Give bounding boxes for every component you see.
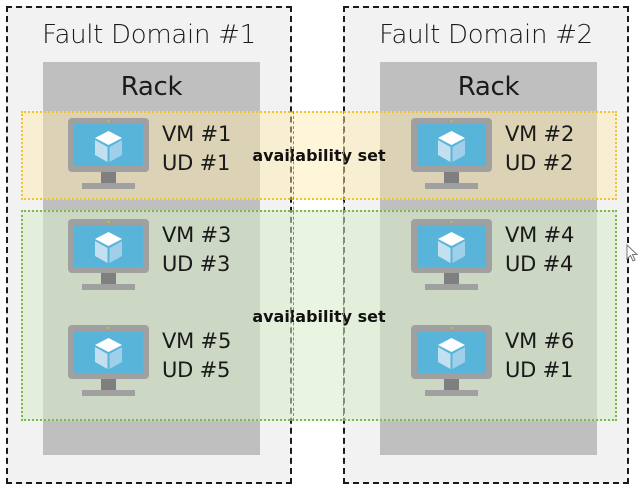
vm-name: VM #6 [505,329,575,353]
update-domain: UD #3 [162,252,231,276]
update-domain: UD #1 [162,151,231,175]
monitor-cube-icon [68,325,149,396]
fault-domain-1-edge [293,111,294,421]
vm-5: VM #5 UD #5 [68,325,268,405]
monitor-cube-icon [411,118,492,189]
vm-label-group: VM #6 UD #1 [505,327,574,385]
vm-label-group: VM #1 UD #1 [162,120,231,178]
availability-set-label: availability set [252,146,386,165]
fault-domain-title: Fault Domain #1 [42,20,256,50]
rack-title: Rack [120,72,183,102]
vm-name: VM #3 [162,223,232,247]
vm-4: VM #4 UD #4 [411,219,611,299]
vm-2: VM #2 UD #2 [411,118,611,198]
vm-name: VM #4 [505,223,575,247]
rack-title: Rack [457,72,520,102]
fault-domain-title: Fault Domain #2 [379,20,593,50]
vm-label-group: VM #4 UD #4 [505,221,574,279]
vm-name: VM #1 [162,122,232,146]
vm-name: VM #5 [162,329,232,353]
vm-3: VM #3 UD #3 [68,219,268,299]
mouse-pointer-icon [626,244,639,262]
monitor-cube-icon [68,219,149,290]
vm-name: VM #2 [505,122,575,146]
monitor-cube-icon [68,118,149,189]
fault-domain-2-edge [343,111,344,421]
monitor-cube-icon [411,325,492,396]
availability-set-label: availability set [252,307,386,326]
update-domain: UD #2 [505,151,574,175]
update-domain: UD #1 [505,358,574,382]
vm-1: VM #1 UD #1 [68,118,268,198]
vm-label-group: VM #3 UD #3 [162,221,231,279]
update-domain: UD #5 [162,358,231,382]
monitor-cube-icon [411,219,492,290]
vm-label-group: VM #5 UD #5 [162,327,231,385]
vm-label-group: VM #2 UD #2 [505,120,574,178]
vm-6: VM #6 UD #1 [411,325,611,405]
update-domain: UD #4 [505,252,574,276]
